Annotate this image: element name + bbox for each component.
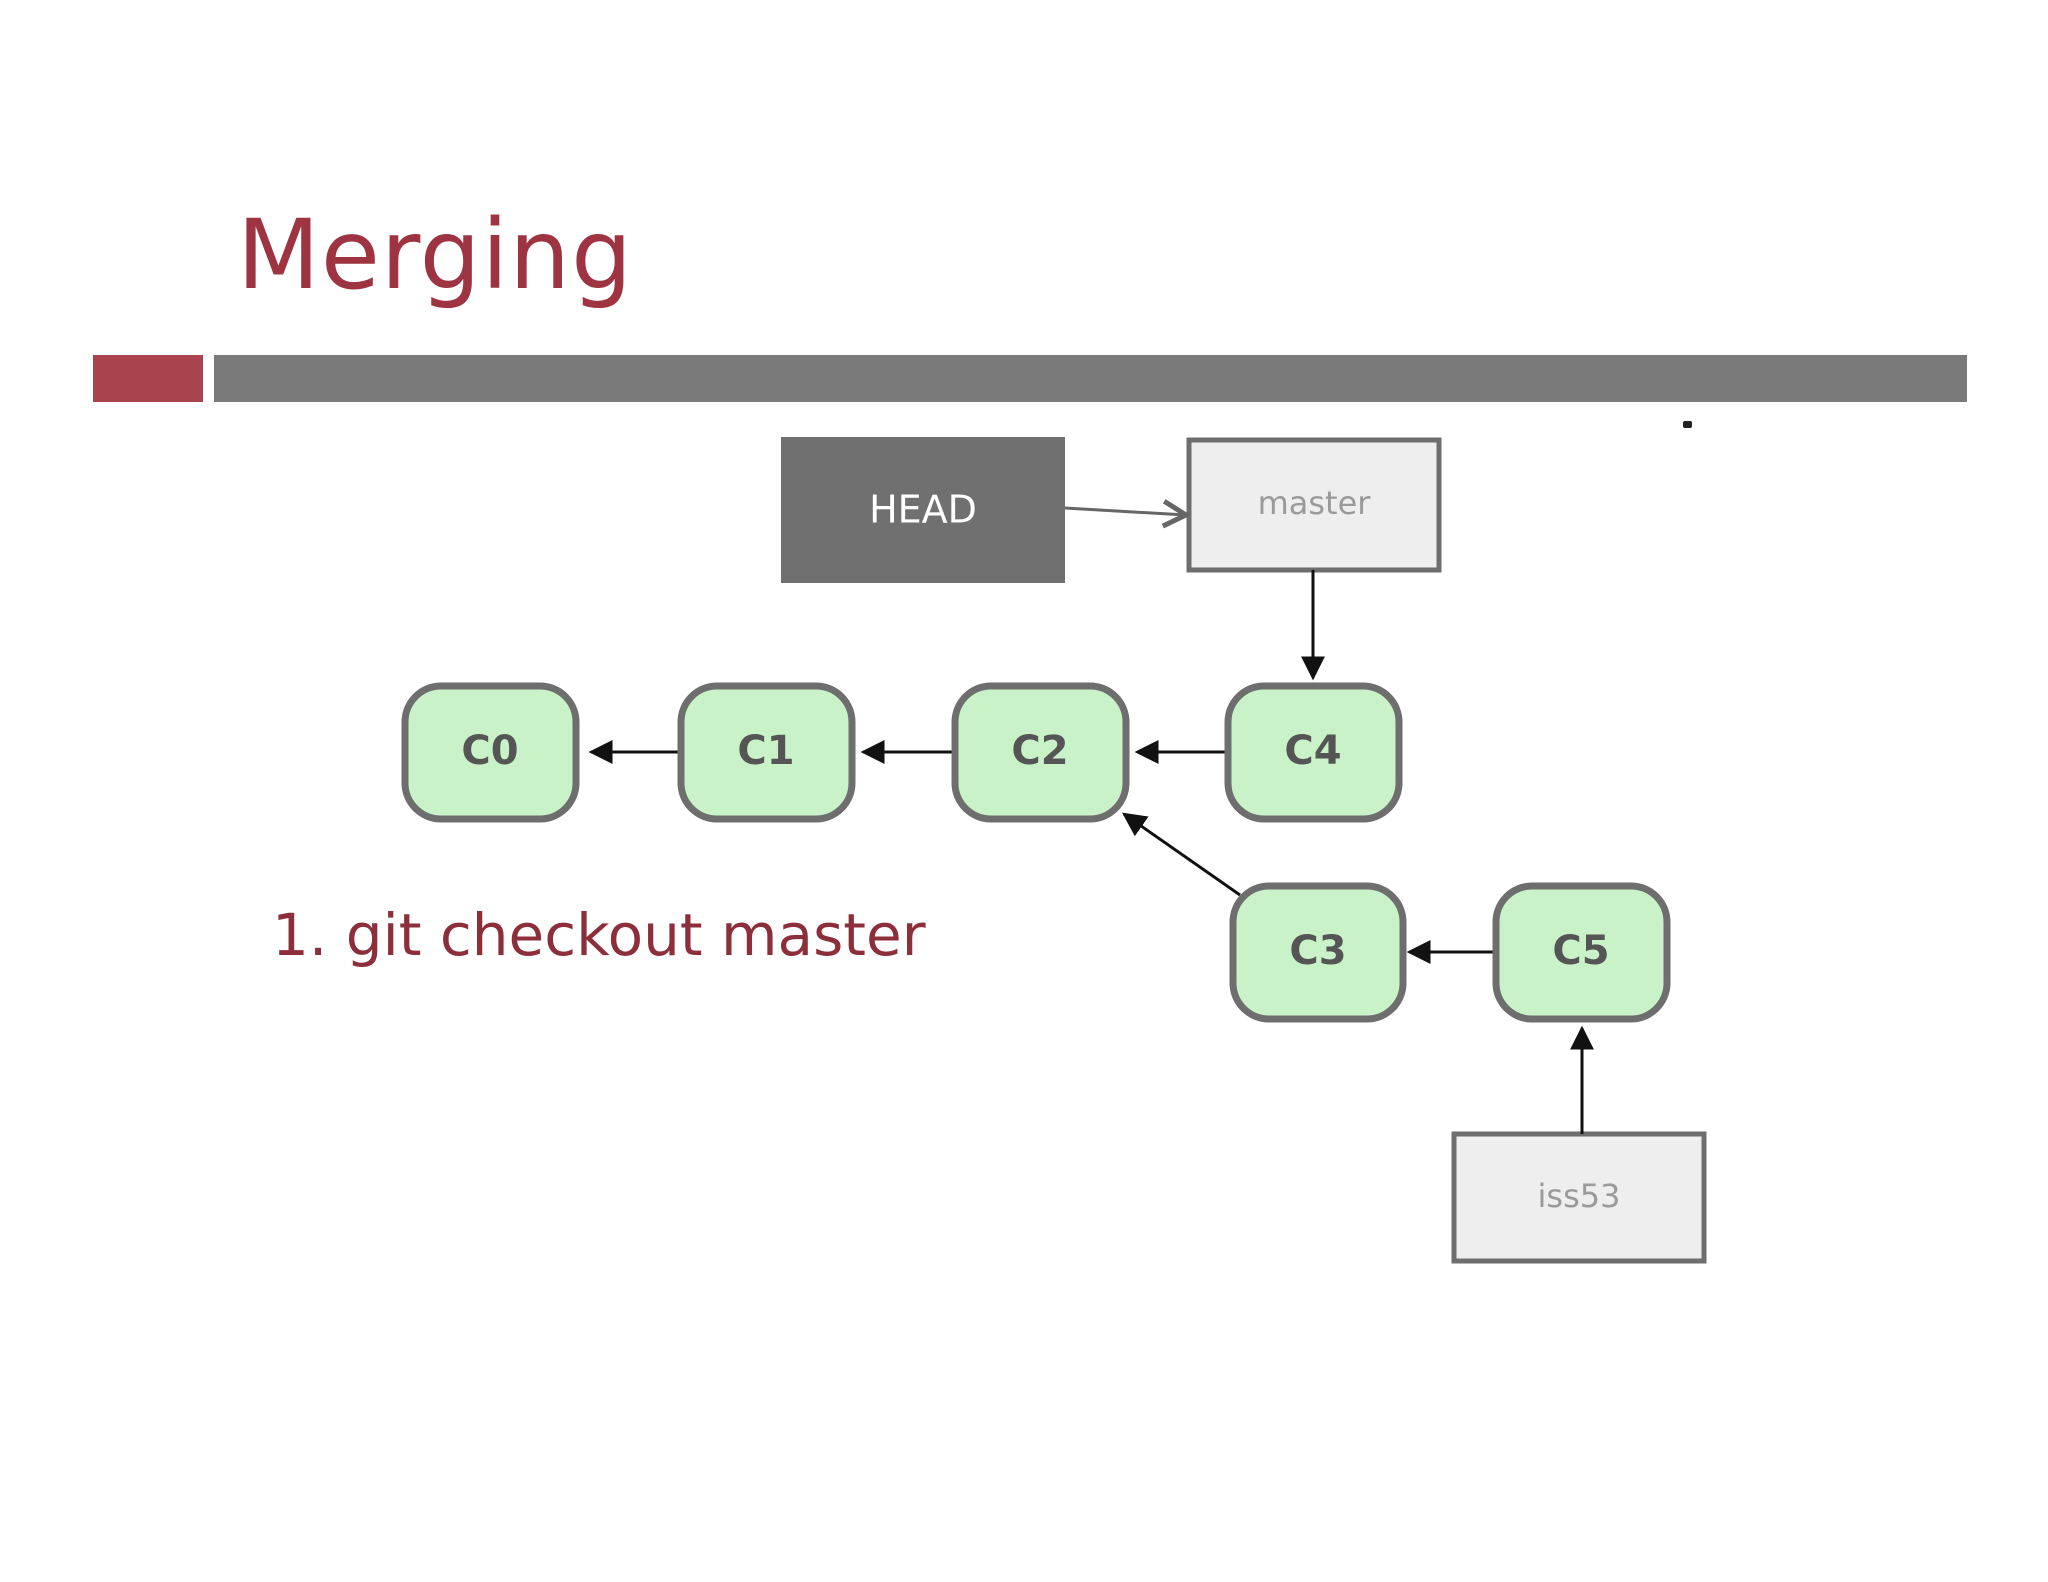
slide-title: Merging	[237, 199, 634, 311]
commit-c4-label: C4	[1284, 728, 1341, 774]
commit-c0-label: C0	[461, 728, 518, 774]
commit-c5-node	[1492, 882, 1671, 1023]
title-accent-bar	[93, 355, 203, 402]
commit-c1-label: C1	[737, 728, 794, 774]
iss53-label: iss53	[1538, 1177, 1621, 1215]
commit-c3-node	[1229, 882, 1407, 1023]
commit-c0: C0	[401, 682, 580, 823]
ref-master: master	[1186, 437, 1442, 573]
commit-c3-label: C3	[1289, 928, 1346, 974]
commit-c1-node	[677, 682, 856, 823]
commit-c2-label: C2	[1011, 728, 1068, 774]
commit-c0-node	[401, 682, 580, 823]
arrow-head-to-master	[1064, 508, 1186, 515]
title-rule-bar	[214, 355, 1967, 402]
commit-c5: C5	[1492, 882, 1671, 1023]
commit-c4: C4	[1224, 682, 1403, 823]
head-box	[781, 437, 1065, 583]
head-pointer: HEAD	[781, 437, 1065, 583]
commit-c4-node	[1224, 682, 1403, 823]
command-step-text: 1. git checkout master	[272, 901, 926, 969]
stray-mark	[1683, 421, 1692, 428]
head-label: HEAD	[869, 488, 977, 532]
commit-c5-label: C5	[1552, 928, 1609, 974]
ref-iss53: iss53	[1451, 1131, 1707, 1264]
master-label: master	[1258, 484, 1372, 522]
commit-c2: C2	[951, 682, 1130, 823]
commit-c1: C1	[677, 682, 856, 823]
arrow-c3-to-c2	[1122, 812, 1241, 897]
commit-c3: C3	[1229, 882, 1407, 1023]
commit-c2-node	[951, 682, 1130, 823]
iss53-box	[1451, 1131, 1707, 1264]
